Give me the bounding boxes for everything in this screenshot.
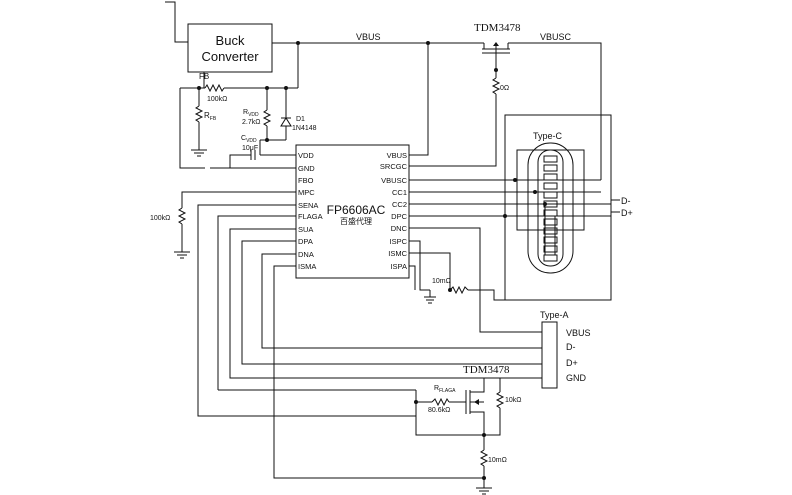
fb-network: 100kΩ RFB RVDD 2.7kΩ D1 1N4148 CVDD 10μF bbox=[179, 72, 317, 169]
buck-label-line2: Converter bbox=[201, 49, 259, 64]
vbus-rail: VBUS bbox=[272, 32, 484, 156]
type-c-pin-contact bbox=[543, 227, 558, 235]
r-sense-top-value: 10mΩ bbox=[432, 278, 451, 285]
buck-converter: Buck Converter FB bbox=[165, 1, 273, 81]
type-c-pin-contact bbox=[543, 173, 558, 181]
r0-value: 0Ω bbox=[500, 85, 509, 92]
type-a-connector: Type-A VBUS D- D+ GND bbox=[540, 310, 591, 389]
left-bus-wires bbox=[197, 204, 542, 479]
mosfet-top-label: TDM3478 bbox=[474, 22, 521, 34]
chip-pin-sua: SUA bbox=[298, 225, 313, 234]
d1-label: D1 bbox=[296, 116, 305, 123]
chip-pin-vdd: VDD bbox=[298, 151, 314, 160]
type-c-pin-contact bbox=[543, 245, 558, 253]
chip-subtitle: 百盛代理 bbox=[340, 216, 372, 226]
mpc-resistor: 100kΩ bbox=[150, 191, 296, 259]
chip-pin-cc2: CC2 bbox=[392, 200, 407, 209]
chip-pin-gnd: GND bbox=[298, 164, 315, 173]
type-a-pin-gnd: GND bbox=[566, 373, 587, 383]
chip-pin-dpa: DPA bbox=[298, 237, 313, 246]
type-c-pin-contact bbox=[543, 182, 558, 190]
vbusc-rail: VBUSC bbox=[508, 32, 602, 180]
r-fb-label: RFB bbox=[204, 111, 217, 122]
chip-pin-mpc: MPC bbox=[298, 188, 315, 197]
chip-pin-fbo: FBO bbox=[298, 176, 314, 185]
r-fb-top-value: 100kΩ bbox=[207, 96, 227, 103]
type-c-dplus: D+ bbox=[621, 208, 633, 218]
mosfet-bottom: TDM3478 RFLAGA 80.6kΩ 10kΩ 10mΩ bbox=[414, 364, 522, 495]
r-vdd-label: RVDD bbox=[243, 109, 259, 118]
fp6606ac-chip: FP6606AC 百盛代理 VDD GND FBO MPC SENA FLAGA SUA DP… bbox=[295, 144, 410, 279]
chip-pin-flaga: FLAGA bbox=[298, 212, 323, 221]
type-c-pin-contact bbox=[543, 218, 558, 226]
c-vdd-value: 10μF bbox=[242, 145, 258, 152]
chip-pin-cc1: CC1 bbox=[392, 188, 407, 197]
type-c-dminus: D- bbox=[621, 196, 631, 206]
chip-name: FP6606AC bbox=[327, 203, 386, 217]
type-a-pin-dplus: D+ bbox=[566, 358, 578, 368]
c-vdd-label: CVDD bbox=[241, 135, 257, 144]
type-c-pin-contact bbox=[543, 209, 558, 217]
type-c-connector: Type-C D- D+ bbox=[504, 114, 633, 301]
type-c-pin-contact bbox=[543, 254, 558, 262]
chip-pin-srcgc: SRCGC bbox=[380, 162, 408, 171]
type-a-pin-dminus: D- bbox=[566, 342, 576, 352]
chip-pin-dpc: DPC bbox=[391, 212, 407, 221]
vbusc-net-label: VBUSC bbox=[540, 32, 572, 42]
r-mpc-value: 100kΩ bbox=[150, 215, 170, 222]
r-gate-value: 10kΩ bbox=[505, 397, 522, 404]
r-flaga-value: 80.6kΩ bbox=[428, 407, 450, 414]
type-c-pin-contact bbox=[543, 164, 558, 172]
chip-pin-vbusc: VBUSC bbox=[381, 176, 407, 185]
d1-part: 1N4148 bbox=[292, 125, 317, 132]
mosfet-top: TDM3478 bbox=[474, 22, 521, 72]
r-vdd-value: 2.7kΩ bbox=[242, 119, 260, 126]
chip-pin-ismc: ISMC bbox=[388, 249, 407, 258]
right-connections: 10mΩ bbox=[409, 178, 612, 333]
chip-pin-dnc: DNC bbox=[391, 224, 408, 233]
type-c-pin-contact bbox=[543, 155, 558, 163]
r-sense-bottom-value: 10mΩ bbox=[488, 457, 507, 464]
chip-pin-isma: ISMA bbox=[298, 262, 316, 271]
chip-pin-dna: DNA bbox=[298, 250, 314, 259]
r-flaga-label: RFLAGA bbox=[434, 385, 456, 394]
chip-pin-vbus: VBUS bbox=[387, 151, 407, 160]
type-c-pin-contact bbox=[543, 191, 558, 199]
type-a-label: Type-A bbox=[540, 310, 569, 320]
type-c-label: Type-C bbox=[533, 131, 563, 141]
chip-pin-ispc: ISPC bbox=[389, 237, 407, 246]
resistor-0ohm: 0Ω bbox=[409, 70, 509, 167]
chip-pin-ispa: ISPA bbox=[390, 262, 407, 271]
buck-label-line1: Buck bbox=[216, 33, 245, 48]
type-c-pin-contact bbox=[543, 200, 558, 208]
mosfet-bottom-label: TDM3478 bbox=[463, 364, 510, 376]
type-a-pin-vbus: VBUS bbox=[566, 328, 591, 338]
chip-pin-sena: SENA bbox=[298, 201, 318, 210]
vbus-net-label: VBUS bbox=[356, 32, 381, 42]
type-c-pin-contact bbox=[543, 236, 558, 244]
